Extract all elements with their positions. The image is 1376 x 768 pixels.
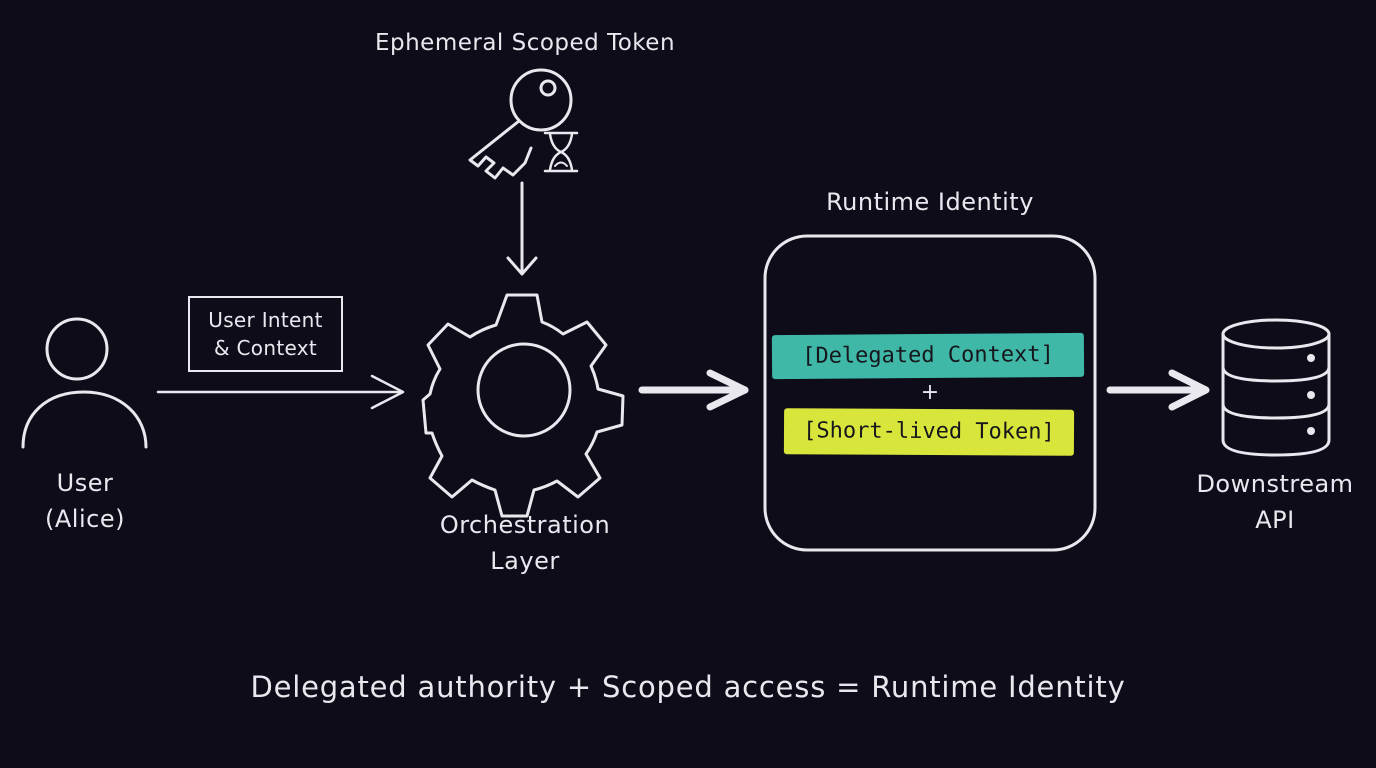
gear-icon [421, 293, 625, 518]
gear-to-runtime-arrow [638, 369, 749, 411]
footer-equation: Delegated authority + Scoped access = Ru… [250, 670, 1126, 704]
intent-arrow [156, 374, 405, 410]
plus-sign: + [920, 380, 940, 405]
runtime-to-api-arrow [1106, 369, 1210, 411]
orchestration-label-line-1: Orchestration [439, 511, 611, 539]
intent-line-1: User Intent [208, 308, 323, 332]
api-label-line-1: Downstream [1196, 470, 1354, 498]
user-label-line-2: (Alice) [45, 505, 125, 533]
user-label-line-1: User [56, 469, 114, 497]
intent-context-box: User Intent & Context [188, 296, 343, 372]
short-lived-token-highlight: [Short-lived Token] [783, 408, 1075, 456]
delegated-context-highlight: [Delegated Context] [771, 332, 1085, 380]
database-icon [1221, 318, 1331, 457]
intent-line-2: & Context [213, 336, 317, 360]
orchestration-label: Orchestration Layer [400, 507, 650, 579]
api-label-line-2: API [1255, 506, 1295, 534]
orchestration-label-line-2: Layer [490, 547, 560, 575]
user-icon [21, 317, 148, 449]
downstream-api-label: Downstream API [1180, 466, 1370, 538]
user-label: User (Alice) [20, 465, 150, 537]
runtime-identity-title: Runtime Identity [826, 188, 1034, 216]
token-title: Ephemeral Scoped Token [374, 30, 676, 56]
token-arrow [506, 181, 538, 276]
hourglass-icon [543, 131, 579, 173]
runtime-identity-box [763, 234, 1097, 552]
key-icon [468, 68, 573, 180]
